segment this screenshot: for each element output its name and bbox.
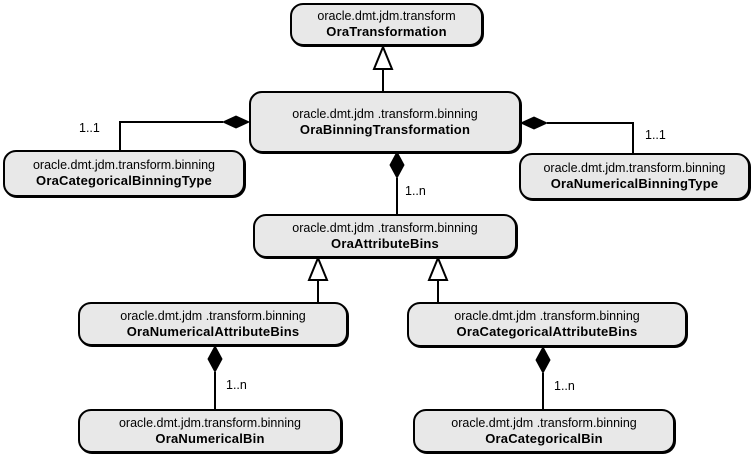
hollow-triangle-icon	[372, 44, 394, 70]
class-name: OraCategoricalBinningType	[36, 173, 212, 188]
multiplicity-label-categorical-bin: 1..n	[554, 379, 575, 393]
class-name: OraAttributeBins	[331, 235, 439, 251]
class-node-ora-numerical-attribute-bins: oracle.dmt.jdm .transform.binning OraNum…	[78, 302, 348, 346]
class-node-ora-categorical-attribute-bins: oracle.dmt.jdm .transform.binning OraCat…	[407, 302, 687, 347]
hollow-triangle-icon	[307, 255, 329, 281]
class-name: OraBinningTransformation	[299, 121, 471, 137]
class-node-ora-numerical-binning-type: oracle.dmt.jdm.transform.binning OraNume…	[519, 153, 750, 200]
class-node-ora-categorical-bin: oracle.dmt.jdm .transform.binning OraCat…	[413, 409, 675, 453]
class-node-ora-categorical-binning-type: oracle.dmt.jdm.transform.binning OraCate…	[3, 150, 245, 197]
package-name: oracle.dmt.jdm .transform.binning	[120, 308, 306, 323]
generalization-connector-numerical-attribute-bins	[307, 255, 329, 302]
filled-diamond-icon	[221, 115, 251, 129]
class-node-ora-attribute-bins: oracle.dmt.jdm .transform.binning OraAtt…	[253, 214, 517, 258]
package-name: oracle.dmt.jdm.transform	[317, 9, 456, 23]
class-name: OraNumericalBinningType	[550, 176, 719, 191]
package-name: oracle.dmt.jdm .transform.binning	[292, 220, 478, 235]
class-node-ora-binning-transformation: oracle.dmt.jdm .transform.binning OraBin…	[249, 91, 521, 153]
composition-connector-categorical-binning-type	[119, 115, 251, 150]
composition-connector-numerical-binning-type	[519, 116, 634, 153]
package-name: oracle.dmt.jdm .transform.binning	[451, 415, 637, 430]
generalization-connector-categorical-attribute-bins	[427, 255, 449, 302]
class-name: OraNumericalAttributeBins	[126, 323, 300, 339]
multiplicity-label-categorical-binning-type: 1..1	[79, 121, 100, 135]
package-name: oracle.dmt.jdm .transform.binning	[292, 106, 478, 121]
package-name: oracle.dmt.jdm.transform.binning	[543, 161, 726, 175]
class-name: OraTransformation	[326, 24, 447, 39]
class-name: OraCategoricalBin	[485, 430, 603, 446]
package-name: oracle.dmt.jdm .transform.binning	[454, 309, 640, 323]
package-name: oracle.dmt.jdm.transform.binning	[32, 158, 216, 172]
filled-diamond-icon	[535, 345, 551, 375]
multiplicity-label-numerical-bin: 1..n	[226, 378, 247, 392]
package-name: oracle.dmt.jdm.transform.binning	[118, 415, 302, 430]
generalization-connector-binning-to-transformation	[372, 44, 394, 92]
multiplicity-label-attribute-bins: 1..n	[405, 184, 426, 198]
multiplicity-label-numerical-binning-type: 1..1	[645, 128, 666, 142]
composition-connector-numerical-bin	[207, 344, 223, 409]
class-name: OraNumericalBin	[155, 430, 265, 446]
class-node-ora-transformation: oracle.dmt.jdm.transform OraTransformati…	[290, 3, 483, 46]
composition-connector-attribute-bins	[389, 150, 405, 214]
filled-diamond-icon	[389, 150, 405, 180]
hollow-triangle-icon	[427, 255, 449, 281]
filled-diamond-icon	[519, 116, 549, 130]
class-name: OraCategoricalAttributeBins	[456, 324, 638, 339]
filled-diamond-icon	[207, 344, 223, 374]
class-node-ora-numerical-bin: oracle.dmt.jdm.transform.binning OraNume…	[78, 409, 342, 453]
composition-connector-categorical-bin	[535, 345, 551, 409]
